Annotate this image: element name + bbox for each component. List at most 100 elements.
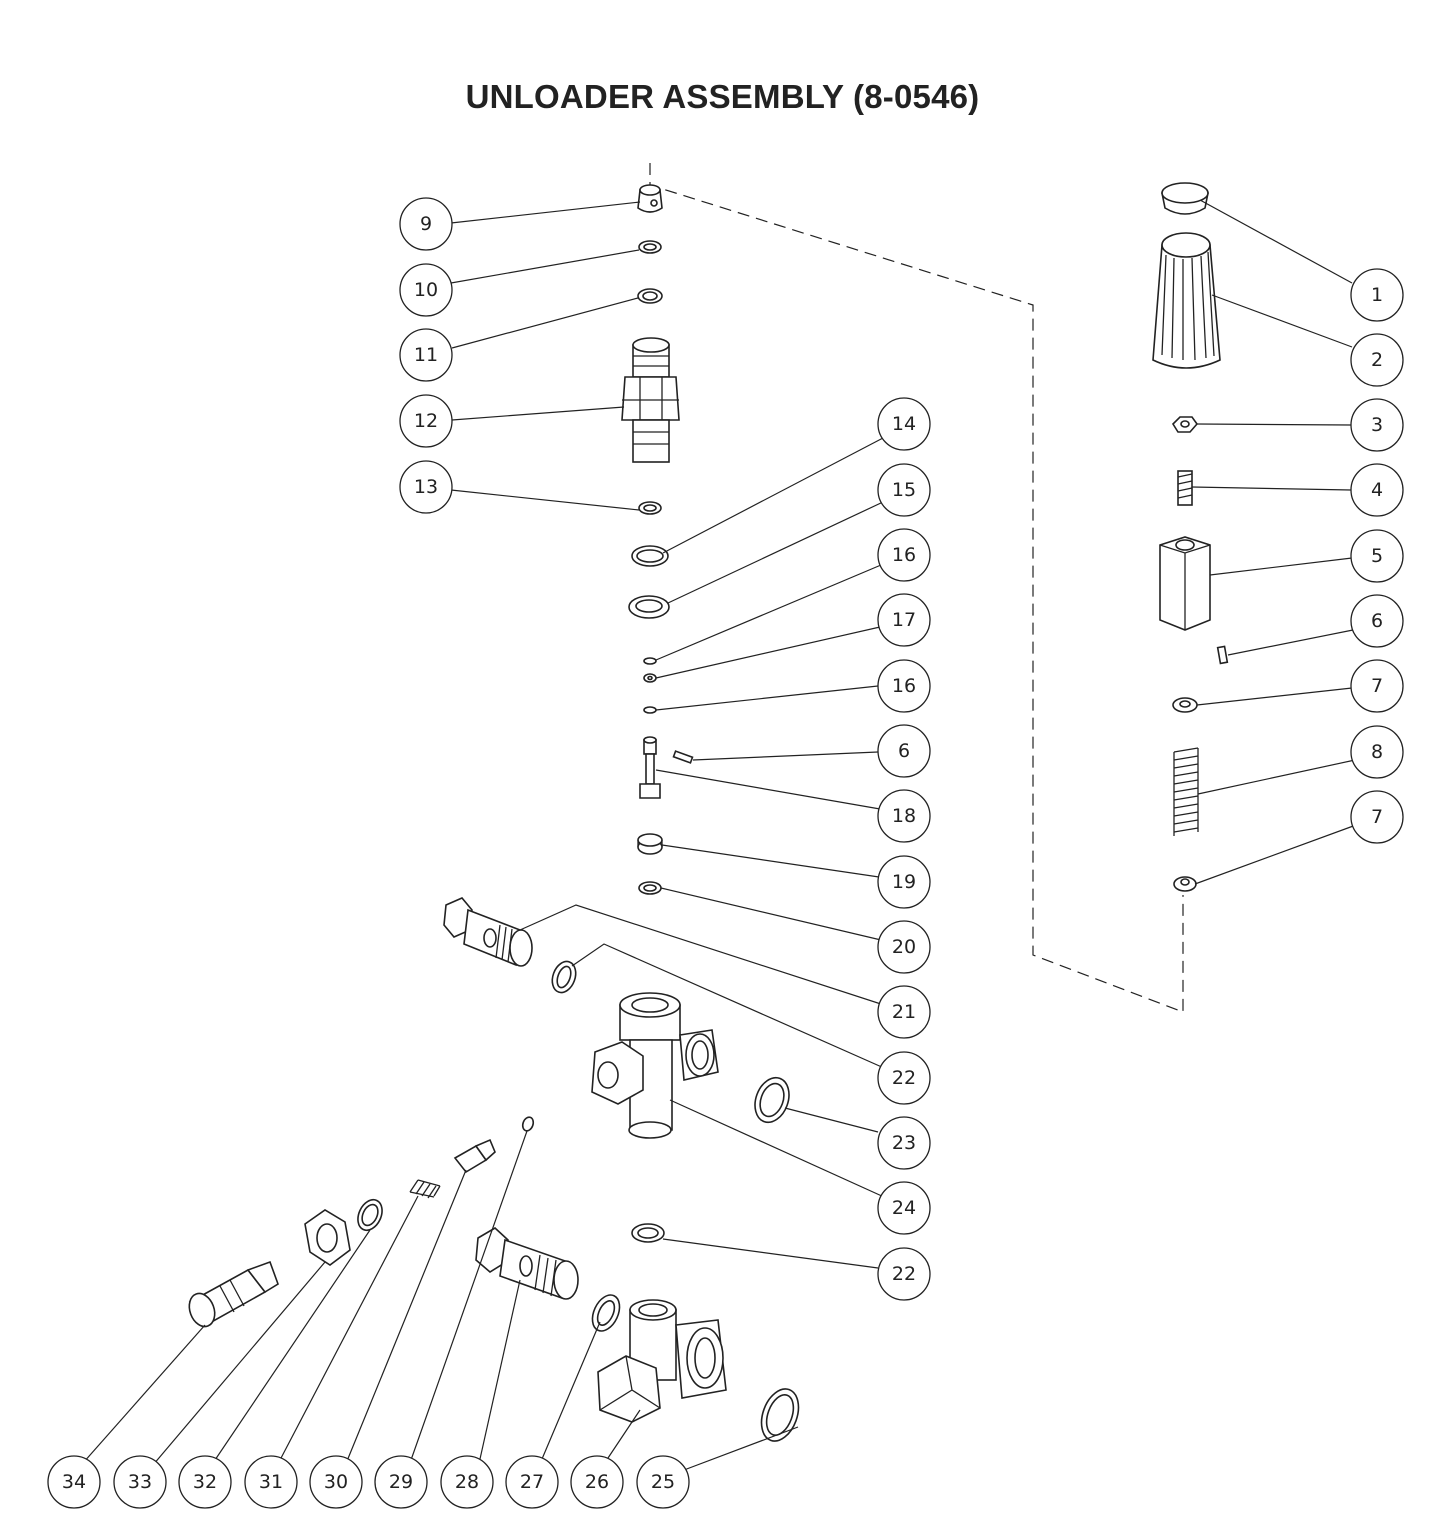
callout-9: 9 xyxy=(399,197,453,251)
svg-text:22: 22 xyxy=(892,1067,916,1089)
part-jam-nut-33 xyxy=(304,1209,351,1266)
callout-4: 4 xyxy=(1350,463,1404,517)
svg-text:10: 10 xyxy=(414,279,438,301)
callout-22-lower: 22 xyxy=(877,1247,931,1301)
callout-30: 30 xyxy=(309,1455,363,1509)
svg-text:25: 25 xyxy=(651,1471,675,1493)
svg-text:28: 28 xyxy=(455,1471,479,1493)
part-oring-22-lower xyxy=(631,1223,665,1243)
svg-text:1: 1 xyxy=(1371,284,1383,306)
svg-text:31: 31 xyxy=(259,1471,283,1493)
part-spring-small-31 xyxy=(409,1179,441,1199)
callout-19: 19 xyxy=(877,855,931,909)
svg-text:16: 16 xyxy=(892,544,916,566)
callout-33: 33 xyxy=(113,1455,167,1509)
part-oring-32 xyxy=(357,1198,383,1232)
svg-text:9: 9 xyxy=(420,213,432,235)
part-oring-16-lower xyxy=(643,706,657,714)
part-knob xyxy=(1152,232,1221,369)
svg-text:4: 4 xyxy=(1371,479,1383,501)
part-oring-25 xyxy=(760,1388,800,1442)
part-washer-17 xyxy=(643,673,657,683)
svg-text:2: 2 xyxy=(1371,349,1383,371)
svg-text:5: 5 xyxy=(1371,545,1383,567)
part-piston-stem xyxy=(639,736,661,799)
svg-text:24: 24 xyxy=(892,1197,916,1219)
svg-text:18: 18 xyxy=(892,805,916,827)
callout-13: 13 xyxy=(399,460,453,514)
callout-6-right: 6 xyxy=(1350,594,1404,648)
part-setscrew xyxy=(1177,470,1193,506)
part-pin-center xyxy=(672,750,694,764)
svg-text:19: 19 xyxy=(892,871,916,893)
callout-1: 1 xyxy=(1350,268,1404,322)
part-oring-14 xyxy=(631,545,669,567)
svg-text:11: 11 xyxy=(414,344,438,366)
svg-text:16: 16 xyxy=(892,675,916,697)
part-check-valve-30 xyxy=(453,1138,496,1174)
svg-text:22: 22 xyxy=(892,1263,916,1285)
part-oring-11 xyxy=(637,288,663,304)
svg-text:32: 32 xyxy=(193,1471,217,1493)
callout-31: 31 xyxy=(244,1455,298,1509)
svg-text:21: 21 xyxy=(892,1001,916,1023)
part-banjo-bolt-21 xyxy=(443,897,533,967)
callout-7-lower: 7 xyxy=(1350,790,1404,844)
part-hex-body xyxy=(1159,536,1211,631)
callout-25: 25 xyxy=(636,1455,690,1509)
callout-10: 10 xyxy=(399,263,453,317)
part-oring-16-upper xyxy=(643,657,657,665)
svg-text:20: 20 xyxy=(892,936,916,958)
callout-3: 3 xyxy=(1350,398,1404,452)
part-spring-large xyxy=(1173,747,1199,836)
callout-2: 2 xyxy=(1350,333,1404,387)
callout-18: 18 xyxy=(877,789,931,843)
callout-6-center: 6 xyxy=(877,724,931,778)
callout-16-upper: 16 xyxy=(877,528,931,582)
leader-lines xyxy=(82,199,1357,1471)
callout-20: 20 xyxy=(877,920,931,974)
part-oring-10 xyxy=(638,240,662,254)
svg-text:6: 6 xyxy=(1371,610,1383,632)
part-small-washer-29 xyxy=(521,1116,535,1132)
part-adapter-34 xyxy=(188,1260,279,1328)
callout-24: 24 xyxy=(877,1181,931,1235)
callout-7-upper: 7 xyxy=(1350,659,1404,713)
callout-27: 27 xyxy=(505,1455,559,1509)
callout-26: 26 xyxy=(570,1455,624,1509)
callout-16-lower: 16 xyxy=(877,659,931,713)
callout-28: 28 xyxy=(440,1455,494,1509)
part-oring-20 xyxy=(638,881,662,895)
part-oring-13 xyxy=(638,501,662,515)
part-oring-23 xyxy=(754,1076,790,1124)
svg-text:7: 7 xyxy=(1371,806,1383,828)
part-washer-lower xyxy=(1173,876,1197,892)
svg-text:26: 26 xyxy=(585,1471,609,1493)
callout-34: 34 xyxy=(47,1455,101,1509)
svg-text:34: 34 xyxy=(62,1471,86,1493)
callout-12: 12 xyxy=(399,394,453,448)
svg-text:33: 33 xyxy=(128,1471,152,1493)
svg-text:7: 7 xyxy=(1371,675,1383,697)
part-seat-fitting xyxy=(621,337,680,463)
callout-21: 21 xyxy=(877,985,931,1039)
callout-23: 23 xyxy=(877,1116,931,1170)
part-bushing-19 xyxy=(637,833,663,855)
callout-29: 29 xyxy=(374,1455,428,1509)
svg-text:8: 8 xyxy=(1371,741,1383,763)
part-plug xyxy=(637,184,663,213)
svg-text:23: 23 xyxy=(892,1132,916,1154)
svg-text:29: 29 xyxy=(389,1471,413,1493)
part-banjo-bolt-28 xyxy=(475,1227,579,1300)
callout-22-upper: 22 xyxy=(877,1051,931,1105)
part-pin-right xyxy=(1216,645,1229,665)
svg-text:15: 15 xyxy=(892,479,916,501)
assembly-dashed-line xyxy=(649,163,1184,1013)
svg-text:17: 17 xyxy=(892,609,916,631)
callout-8: 8 xyxy=(1350,725,1404,779)
callout-11: 11 xyxy=(399,328,453,382)
part-manifold-24 xyxy=(591,992,719,1139)
callout-5: 5 xyxy=(1350,529,1404,583)
callout-14: 14 xyxy=(877,397,931,451)
